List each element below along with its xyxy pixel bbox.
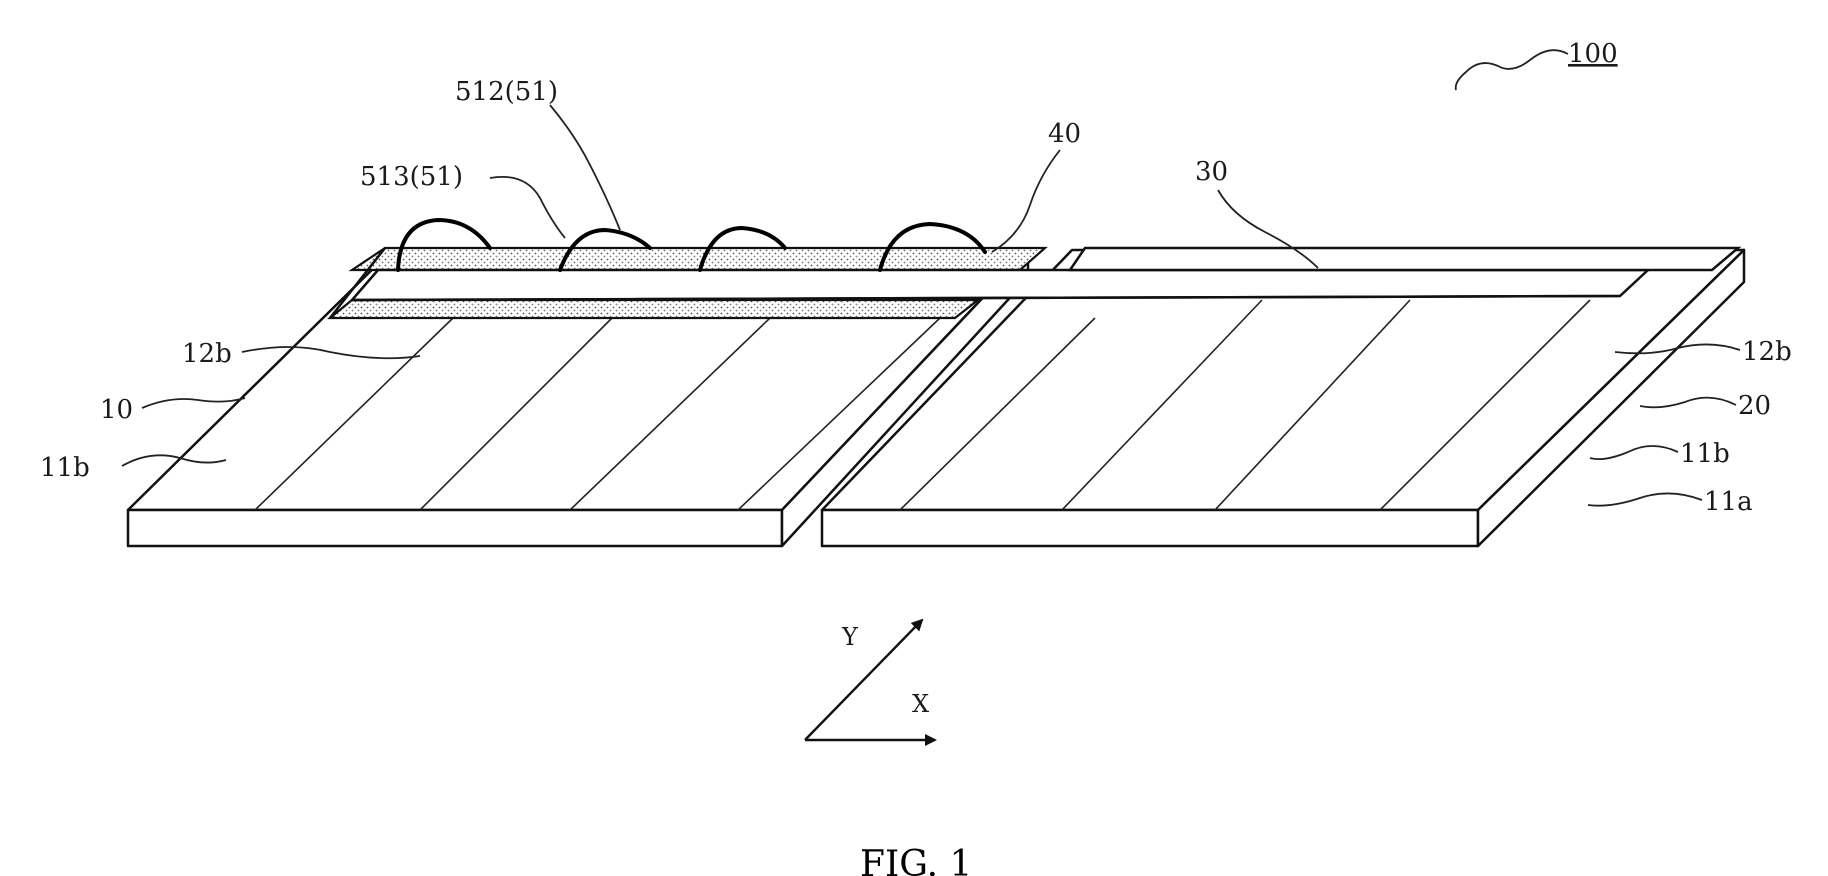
figure-caption: FIG. 1 (860, 844, 972, 876)
leader-100 (1456, 50, 1568, 90)
leader-512 (550, 105, 620, 230)
leader-11b-right (1590, 446, 1678, 459)
leader-10 (142, 398, 245, 408)
label-100: 100 (1568, 39, 1618, 69)
label-11b-left: 11b (40, 453, 90, 483)
label-20: 20 (1738, 391, 1771, 421)
layer-40-top-strip (352, 248, 1045, 270)
label-12b-left: 12b (182, 339, 232, 369)
label-11b-right: 11b (1680, 439, 1730, 469)
leader-40 (992, 150, 1060, 252)
y-axis-arrow (805, 620, 922, 740)
x-axis-label: X (912, 690, 929, 718)
label-30: 30 (1195, 157, 1228, 187)
label-513: 513(51) (360, 162, 463, 192)
right-tab (1070, 248, 1738, 270)
leader-20 (1640, 398, 1736, 408)
leader-513 (490, 177, 565, 238)
layer-40-bottom-strip (330, 300, 978, 318)
label-11a: 11a (1704, 487, 1753, 517)
left-plate-front-face (128, 510, 782, 546)
label-10: 10 (100, 395, 133, 425)
axis-indicator: Y X (805, 620, 935, 740)
leader-11a (1588, 493, 1702, 505)
label-40: 40 (1048, 119, 1081, 149)
label-512: 512(51) (455, 77, 558, 107)
right-plate-front-face (822, 510, 1478, 546)
y-axis-label: Y (841, 623, 859, 651)
label-12b-right: 12b (1742, 337, 1792, 367)
